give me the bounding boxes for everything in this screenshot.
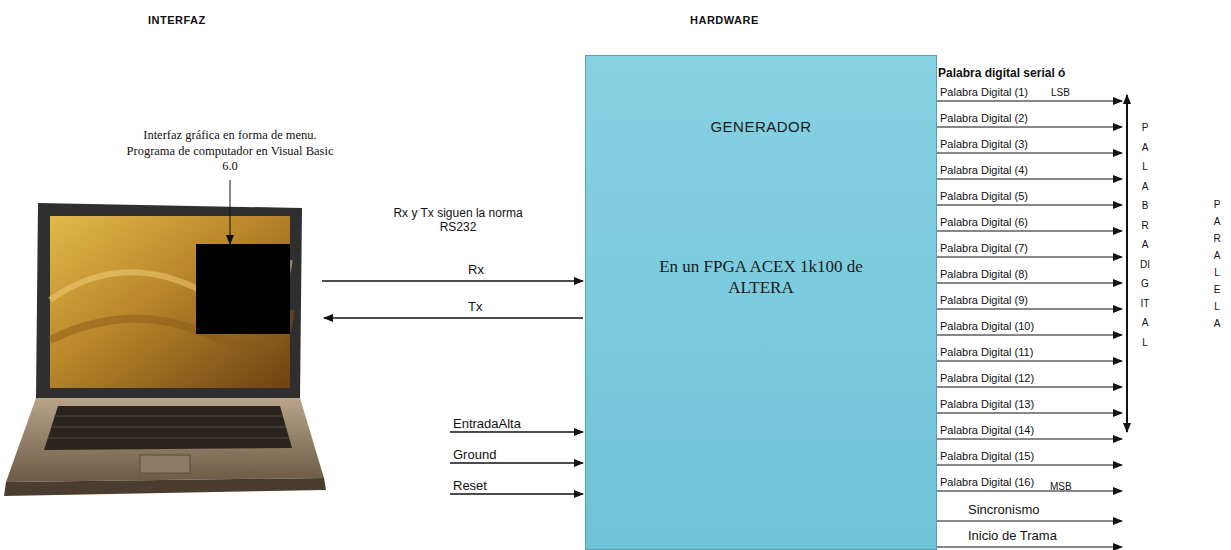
output-wire [937, 256, 1122, 257]
signal-name: Palabra Digital (14) [940, 424, 1034, 437]
signal-name: Palabra Digital (16) [940, 476, 1034, 489]
signal-name: Palabra Digital (6) [940, 216, 1028, 229]
laptop-illustration [4, 203, 326, 496]
signal-name: Inicio de Trama [968, 528, 1057, 544]
signal-name: Palabra Digital (12) [940, 372, 1034, 385]
signal-name: Palabra Digital (9) [940, 294, 1028, 307]
signal-name: Reset [453, 478, 487, 494]
signal-name: Palabra Digital (10) [940, 320, 1034, 333]
output-heading: Palabra digital serial ó [938, 66, 1065, 80]
output-wire [937, 490, 1122, 491]
output-wire [937, 520, 1122, 521]
output-wire [937, 464, 1122, 465]
output-wire [937, 308, 1122, 309]
bit-label: MSB [1050, 481, 1072, 493]
output-wire [937, 178, 1122, 179]
box-title: GENERADOR [586, 118, 936, 137]
signal-name: Palabra Digital (11) [940, 346, 1033, 359]
output-wire [937, 438, 1122, 439]
signal-name: Palabra Digital (1) [940, 86, 1028, 99]
section-title: HARDWARE [690, 14, 759, 27]
box-text: En un FPGA ACEX 1k100 de ALTERA [586, 256, 936, 299]
output-wire [937, 126, 1122, 127]
signal-name: EntradaAlta [453, 416, 521, 432]
signal-name: Sincronismo [968, 502, 1040, 518]
output-wire [937, 334, 1122, 335]
section-title: INTERFAZ [148, 14, 206, 27]
bit-label: LSB [1051, 87, 1070, 99]
output-wire [937, 412, 1122, 413]
input-wire [450, 431, 583, 432]
signal-name: Palabra Digital (15) [940, 450, 1034, 463]
signal-name: Palabra Digital (8) [940, 268, 1028, 281]
leader-line [230, 180, 231, 244]
rx-wire [322, 280, 583, 281]
signal-name: Ground [453, 447, 496, 463]
tx-wire [324, 317, 583, 318]
vertical-label: PARALELA [1212, 196, 1222, 332]
output-wire [937, 100, 1122, 101]
output-wires [937, 101, 1122, 547]
output-wire [937, 152, 1122, 153]
input-wire [450, 493, 583, 494]
callout-note: Interfaz gráfica en forma de menu. Progr… [118, 128, 342, 175]
signal-name: Palabra Digital (4) [940, 164, 1028, 177]
output-wire [937, 230, 1122, 231]
vertical-label: PALABRA DIGITAL [1140, 118, 1150, 352]
signal-name: Palabra Digital (5) [940, 190, 1028, 203]
signal-name: Tx [468, 299, 482, 315]
bit-order-arrow [1126, 95, 1128, 432]
note-text: Rx y Tx siguen la norma RS232 [388, 206, 528, 235]
output-wire [937, 546, 1122, 547]
fpga-box: GENERADOR En un FPGA ACEX 1k100 de ALTERA [585, 55, 937, 550]
signal-name: Palabra Digital (3) [940, 138, 1028, 151]
input-wire [450, 462, 583, 463]
signal-name: Palabra Digital (7) [940, 242, 1028, 255]
output-wire [937, 282, 1122, 283]
signal-name: Palabra Digital (2) [940, 112, 1028, 125]
output-wire [937, 386, 1122, 387]
output-wire [937, 204, 1122, 205]
signal-name: Rx [468, 262, 484, 278]
signal-name: Palabra Digital (13) [940, 398, 1034, 411]
output-wire [937, 360, 1122, 361]
